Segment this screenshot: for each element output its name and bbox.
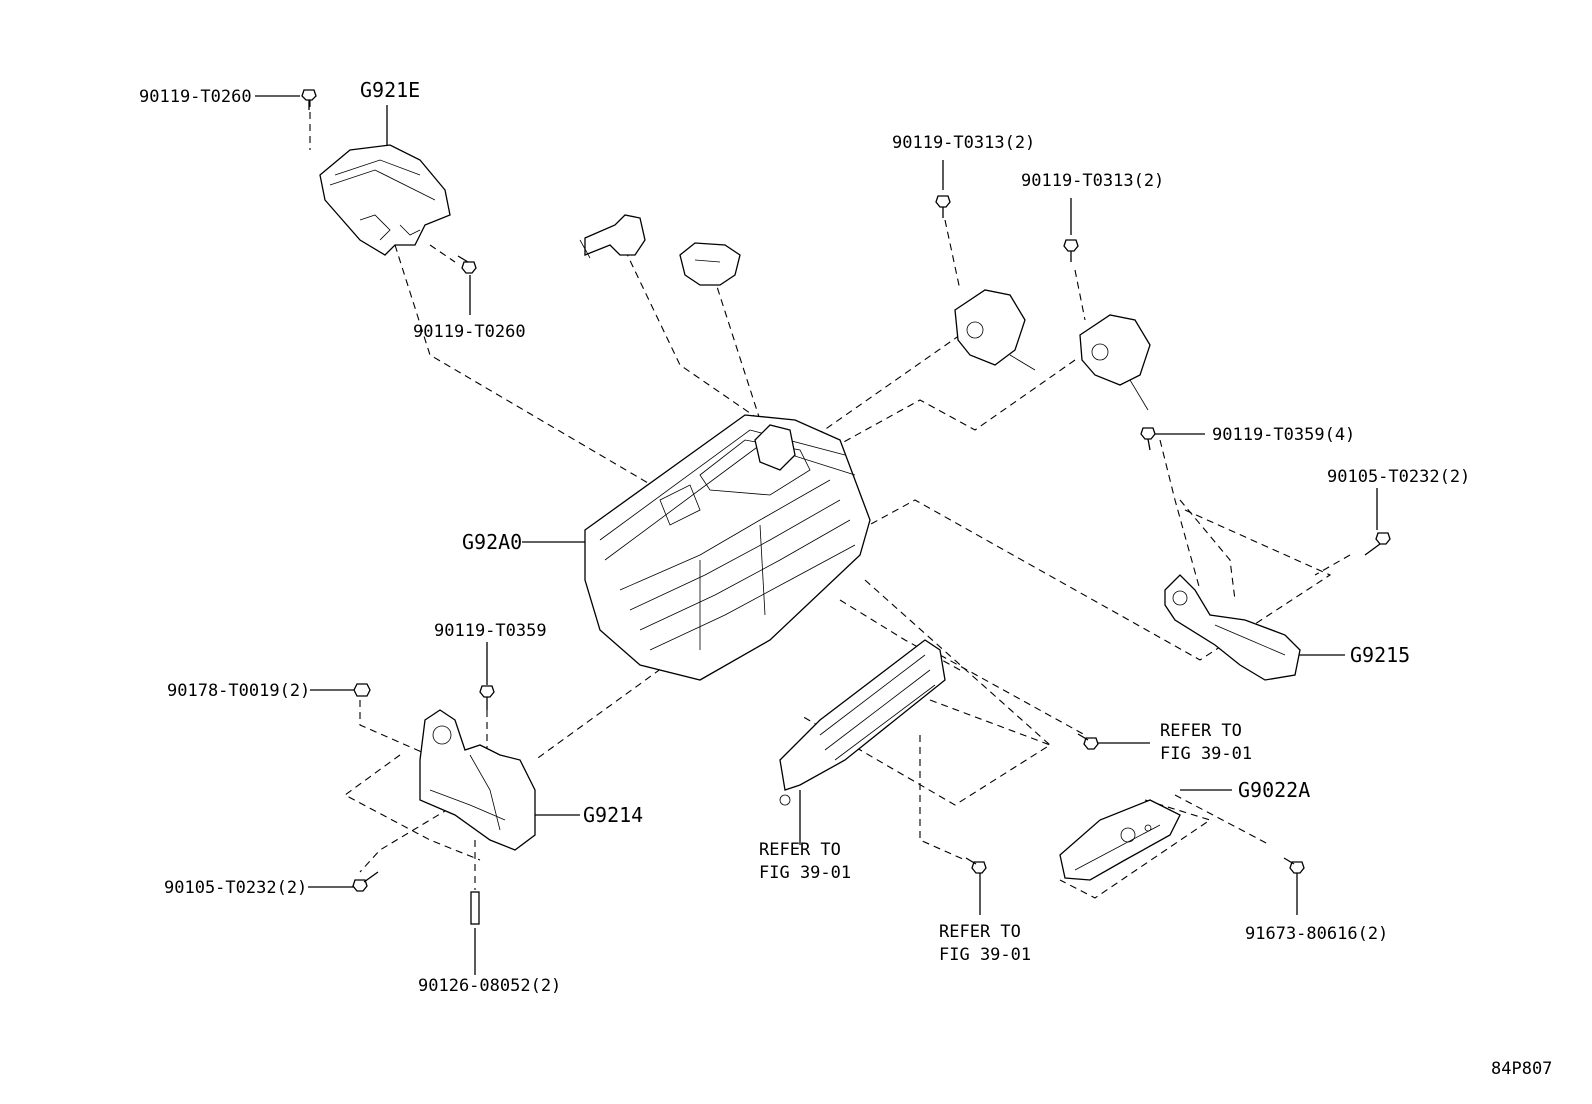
fasteners xyxy=(301,89,1391,925)
label-bolt-top-left: 90119-T0260 xyxy=(139,87,252,107)
part-labels: 90119-T0260 G921E 90119-T0260 90119-T031… xyxy=(139,78,1552,1079)
label-refer-center-line1: REFER TO xyxy=(939,922,1021,942)
label-refer-bottom-line2: FIG 39-01 xyxy=(759,863,851,883)
label-bolt-left-bracket: 90119-T0359 xyxy=(434,621,547,641)
relay-block-part xyxy=(779,639,946,806)
label-bolt-bracket-right-side: 90105-T0232(2) xyxy=(1327,467,1470,487)
bracket-right-part xyxy=(1164,574,1301,681)
label-bracket-left-group: G9214 xyxy=(583,803,643,827)
bolt-icon xyxy=(301,89,317,110)
label-stud-left: 90126-08052(2) xyxy=(418,976,561,996)
nut-icon xyxy=(353,683,371,697)
label-inverter-group: G92A0 xyxy=(462,530,522,554)
label-bolt-ecu: 91673-80616(2) xyxy=(1245,924,1388,944)
label-bolt-cover-lower: 90119-T0260 xyxy=(413,322,526,342)
figure-code: 84P807 xyxy=(1491,1059,1552,1079)
label-bolt-sensor-2: 90119-T0313(2) xyxy=(1021,171,1164,191)
connector-parts xyxy=(579,214,741,286)
bolt-icon xyxy=(1283,857,1305,874)
bolt-icon xyxy=(965,857,987,874)
label-bolt-left-lower: 90105-T0232(2) xyxy=(164,878,307,898)
bolt-icon xyxy=(935,195,951,218)
label-cover-group: G921E xyxy=(360,78,420,102)
sensor-parts xyxy=(954,289,1151,411)
cover-part xyxy=(319,144,451,256)
inverter-part xyxy=(584,414,871,681)
bolt-icon xyxy=(1063,239,1079,262)
label-refer-center-line2: FIG 39-01 xyxy=(939,945,1031,965)
label-bolt-sensor-1: 90119-T0313(2) xyxy=(892,133,1035,153)
label-ecu-group: G9022A xyxy=(1238,778,1310,802)
label-bolt-bracket-right: 90119-T0359(4) xyxy=(1212,425,1355,445)
ecu-part xyxy=(1059,799,1181,881)
bolt-icon xyxy=(1364,532,1391,556)
bolt-icon xyxy=(352,871,379,892)
stud-icon xyxy=(470,891,480,925)
bolt-icon xyxy=(457,255,477,274)
bolt-icon xyxy=(479,685,495,710)
bolt-icon xyxy=(1077,733,1099,750)
label-refer-bottom-line1: REFER TO xyxy=(759,840,841,860)
label-refer-right-line1: REFER TO xyxy=(1160,721,1242,741)
bolt-icon xyxy=(1140,427,1156,451)
leader-lines xyxy=(255,95,1378,975)
assembly-dashed-lines xyxy=(309,100,1351,899)
label-refer-right-line2: FIG 39-01 xyxy=(1160,744,1252,764)
label-nut-left: 90178-T0019(2) xyxy=(167,681,310,701)
bracket-left-part xyxy=(419,709,536,851)
label-bracket-right-group: G9215 xyxy=(1350,643,1410,667)
